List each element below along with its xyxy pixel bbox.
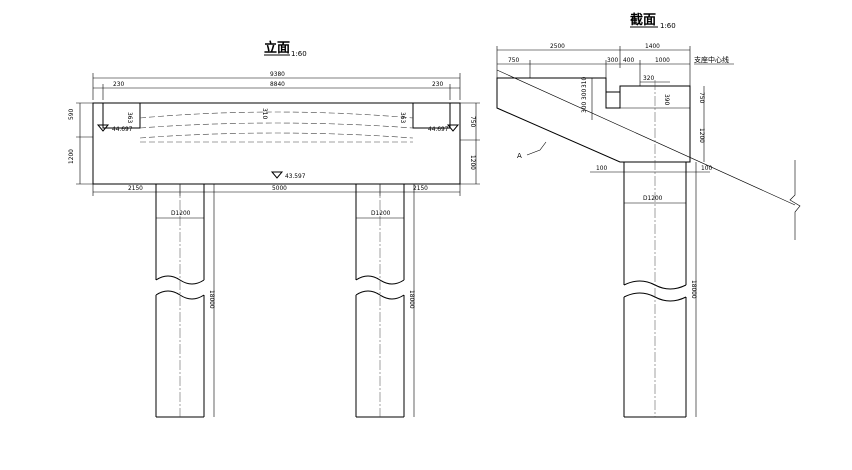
dim-top-left: 590 <box>67 109 75 120</box>
break-line-icon <box>155 290 205 300</box>
dim-cap-height-right: 1200 <box>469 155 477 170</box>
dim-390: 390 <box>663 94 671 105</box>
dim-r750: 750 <box>698 92 706 103</box>
dim-width-left: 2500 <box>550 42 565 50</box>
dim-750: 750 <box>508 56 519 64</box>
label-a-leader <box>526 141 547 156</box>
dim-inner-width: 8840 <box>270 80 285 88</box>
elevation-top-right: 44.697 <box>428 125 449 133</box>
dim-r1200: 1200 <box>698 128 706 143</box>
elevation-top-left: 44.697 <box>112 125 133 133</box>
section-pile-len: 18000 <box>690 280 698 299</box>
section-pile: D1200 18000 <box>623 80 698 418</box>
dim-total-width: 9380 <box>270 70 285 78</box>
dim-off-left: 100 <box>596 164 607 172</box>
elevation-scale: 1:60 <box>291 50 307 58</box>
cap-notch-left <box>102 103 141 129</box>
pile-len-right: 18000 <box>408 290 416 309</box>
dim-pier-left: 2150 <box>128 184 143 192</box>
dim-notch-right: 363 <box>399 112 407 123</box>
dim-300-b: 300 <box>580 102 588 113</box>
elevation-marker-icon <box>446 124 460 132</box>
dim-center: 310 <box>261 108 269 119</box>
dim-320: 320 <box>643 74 654 82</box>
section-pile-dia: D1200 <box>643 194 663 202</box>
dim-300: 300 <box>607 56 618 64</box>
section-notch <box>605 92 621 109</box>
pile-dia-left: D1200 <box>171 209 191 217</box>
label-a: A <box>517 152 522 160</box>
elevation-marker-icon <box>96 124 110 132</box>
section-view: 截面 1:60 2500 1400 750 300 400 1000 支座中心线… <box>496 12 801 418</box>
section-outline <box>496 77 691 163</box>
elevation-view: 立面 1:60 9380 230 8840 230 363 310 363 44… <box>67 40 480 418</box>
elevation-marker-icon <box>270 171 284 179</box>
dim-width-right: 1400 <box>645 42 660 50</box>
pile-left: D1200 18000 <box>155 184 216 418</box>
elevation-title: 立面 <box>264 40 290 56</box>
pile-dia-right: D1200 <box>371 209 391 217</box>
dim-left-edge: 230 <box>113 80 124 88</box>
dim-cap-height-left: 1200 <box>67 149 75 164</box>
dim-off-right: 100 <box>701 164 712 172</box>
break-symbol-icon <box>789 160 801 240</box>
dim-right-edge: 230 <box>432 80 443 88</box>
dim-300-a: 300 <box>580 89 588 100</box>
pile-len-left: 18000 <box>208 290 216 309</box>
hidden-line-top <box>139 111 414 119</box>
dim-pier-right: 2150 <box>413 184 428 192</box>
dim-pier-spacing: 5000 <box>272 184 287 192</box>
hidden-line-low <box>139 132 414 139</box>
hidden-line-mid <box>139 122 414 129</box>
dim-notch-left: 363 <box>126 112 134 123</box>
dim-310: 310 <box>580 77 588 88</box>
break-line-icon <box>355 290 405 300</box>
dim-top-right: 750 <box>469 116 477 127</box>
elevation-bottom: 43.597 <box>285 172 306 180</box>
cap-notch-right <box>412 103 451 129</box>
pile-right: D1200 18000 <box>355 184 416 418</box>
dim-1000: 1000 <box>655 56 670 64</box>
dim-400: 400 <box>623 56 634 64</box>
section-title: 截面 <box>630 12 656 28</box>
section-scale: 1:60 <box>660 22 676 30</box>
section-cut-line <box>496 69 796 206</box>
bearing-centerline-label: 支座中心线 <box>694 55 729 64</box>
